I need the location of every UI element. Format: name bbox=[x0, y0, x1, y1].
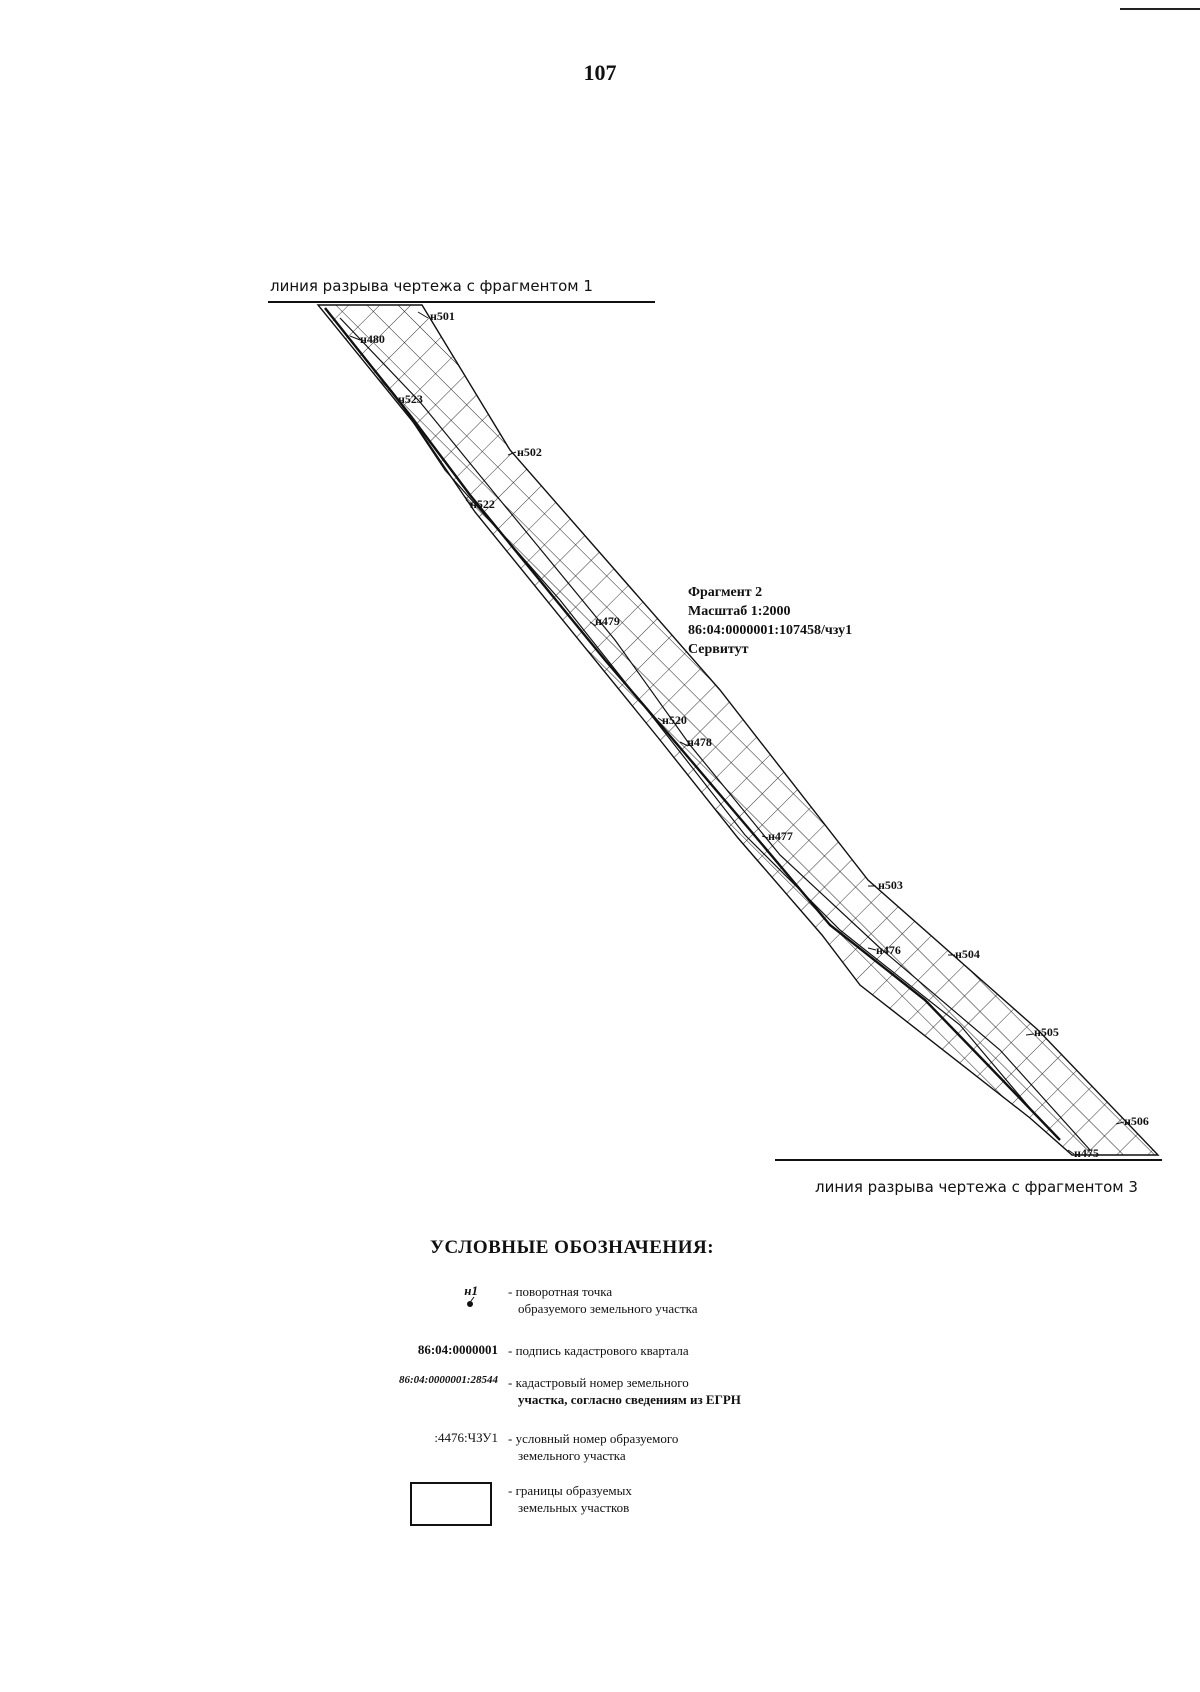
svg-text:н504: н504 bbox=[955, 947, 980, 961]
point-label-479: н479 bbox=[589, 614, 620, 628]
svg-text:н477: н477 bbox=[768, 829, 793, 843]
legend-item-point: н1 - поворотная точка образуемого земель… bbox=[360, 1283, 698, 1319]
point-label-504: н504 bbox=[948, 947, 980, 961]
point-symbol-label: н1 bbox=[464, 1283, 478, 1298]
svg-text:н480: н480 bbox=[360, 332, 385, 346]
boundary-box-icon bbox=[410, 1482, 492, 1526]
page-number: 107 bbox=[583, 60, 617, 85]
legend-symbol-conditional: :4476:ЧЗУ1 bbox=[434, 1430, 498, 1445]
point-label-477: н477 bbox=[761, 829, 793, 843]
legend-item-cadastral: 86:04:0000001:28544 - кадастровый номер … bbox=[360, 1374, 741, 1408]
svg-text:н501: н501 bbox=[430, 309, 455, 323]
legend-desc-conditional-line2: земельного участка bbox=[518, 1448, 626, 1463]
svg-text:н506: н506 bbox=[1124, 1114, 1149, 1128]
point-label-501: н501 bbox=[417, 309, 455, 323]
legend-item-boundary: - границы образуемых земельных участков bbox=[350, 1482, 632, 1526]
servitude-strip bbox=[316, 304, 1160, 1156]
legend-desc-point-line2: образуемого земельного участка bbox=[518, 1301, 698, 1316]
legend-desc-boundary: - границы образуемых земельных участков bbox=[508, 1482, 632, 1516]
svg-text:н502: н502 bbox=[517, 445, 542, 459]
point-label-475: н475 bbox=[1067, 1146, 1099, 1160]
fragment-info: Фрагмент 2 Масштаб 1:2000 86:04:0000001:… bbox=[688, 583, 852, 659]
fragment-cadastral: 86:04:0000001:107458/чзу1 bbox=[688, 623, 853, 638]
legend-desc-boundary-line2: земельных участков bbox=[518, 1500, 630, 1515]
svg-text:н505: н505 bbox=[1034, 1025, 1059, 1039]
parcel-boundary-inner-2 bbox=[339, 317, 1091, 1151]
point-label-476: н476 bbox=[867, 943, 901, 957]
legend-symbol-point: н1 bbox=[360, 1283, 508, 1319]
point-label-505: н505 bbox=[1025, 1025, 1059, 1039]
corner-rule bbox=[1120, 8, 1200, 10]
point-label-502: н502 bbox=[507, 445, 542, 459]
fragment-type: Сервитут bbox=[688, 642, 749, 657]
legend-desc-cadastral-line1: - кадастровый номер земельного bbox=[508, 1375, 689, 1390]
legend-item-quarter: 86:04:0000001 - подпись кадастрового ква… bbox=[360, 1342, 689, 1359]
svg-text:н476: н476 bbox=[876, 943, 901, 957]
break-line-bottom-label: линия разрыва чертежа с фрагментом 3 bbox=[815, 1178, 1138, 1196]
break-line-top-label: линия разрыва чертежа с фрагментом 1 bbox=[270, 277, 593, 295]
legend-desc-conditional: - условный номер образуемого земельного … bbox=[508, 1430, 678, 1464]
legend-item-conditional: :4476:ЧЗУ1 - условный номер образуемого … bbox=[360, 1430, 678, 1464]
legend-desc-quarter-line1: - подпись кадастрового квартала bbox=[508, 1343, 689, 1358]
fragment-title: Фрагмент 2 bbox=[688, 585, 763, 600]
legend-desc-point-line1: - поворотная точка bbox=[508, 1284, 613, 1299]
point-label-480: н480 bbox=[349, 332, 385, 346]
fragment-scale: Масштаб 1:2000 bbox=[688, 604, 791, 619]
map-drawing: н501 н480 н523 н502 н522 н479 н520 н478 … bbox=[268, 301, 1162, 1161]
svg-text:н522: н522 bbox=[470, 497, 495, 511]
svg-text:н523: н523 bbox=[398, 392, 423, 406]
point-label-478: н478 bbox=[679, 735, 712, 749]
legend-symbol-cadastral: 86:04:0000001:28544 bbox=[399, 1374, 498, 1386]
point-label-520: н520 bbox=[657, 713, 687, 727]
svg-text:н520: н520 bbox=[662, 713, 687, 727]
legend-title: УСЛОВНЫЕ ОБОЗНАЧЕНИЯ: bbox=[430, 1237, 715, 1258]
svg-text:н479: н479 bbox=[595, 614, 620, 628]
legend-desc-point: - поворотная точка образуемого земельног… bbox=[508, 1283, 698, 1317]
svg-text:н478: н478 bbox=[687, 735, 712, 749]
point-label-506: н506 bbox=[1115, 1114, 1149, 1128]
point-label-523: н523 bbox=[397, 392, 423, 406]
svg-text:н503: н503 bbox=[878, 878, 903, 892]
parcel-boundary-inner-3 bbox=[332, 317, 1041, 1121]
legend-desc-quarter: - подпись кадастрового квартала bbox=[508, 1342, 689, 1359]
legend-desc-conditional-line1: - условный номер образуемого bbox=[508, 1431, 679, 1446]
legend-desc-cadastral-line2: участка, согласно сведениям из ЕГРН bbox=[518, 1392, 741, 1407]
point-label-522: н522 bbox=[465, 497, 495, 511]
parcel-boundary-inner bbox=[324, 307, 1061, 1141]
legend-symbol-boundary bbox=[350, 1482, 508, 1526]
turning-point-icon bbox=[467, 1296, 475, 1307]
legend-symbol-quarter: 86:04:0000001 bbox=[417, 1342, 498, 1357]
legend-desc-cadastral: - кадастровый номер земельного участка, … bbox=[508, 1374, 741, 1408]
point-label-503: н503 bbox=[868, 878, 903, 892]
svg-text:н475: н475 bbox=[1074, 1146, 1099, 1160]
legend-desc-boundary-line1: - границы образуемых bbox=[508, 1483, 632, 1498]
